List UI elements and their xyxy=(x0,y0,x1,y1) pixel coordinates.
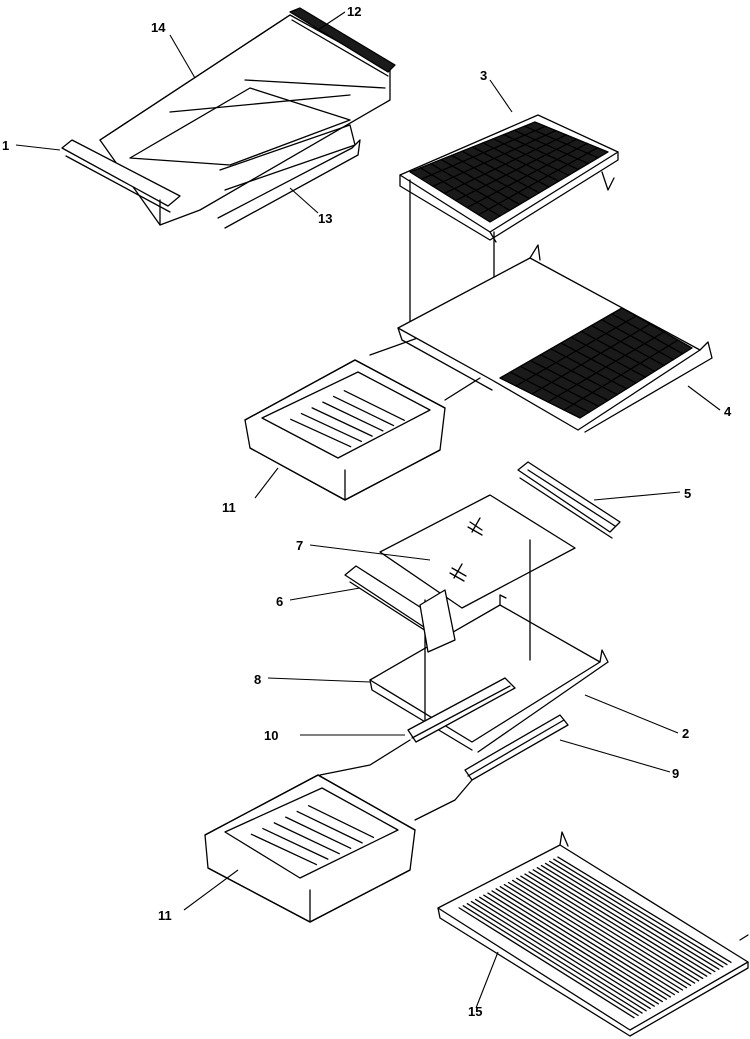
part-12-rear-rail xyxy=(289,7,396,77)
part-1-front-rail xyxy=(61,139,181,226)
part-13-side-rail xyxy=(217,139,361,229)
callout-11-lower: 11 xyxy=(158,908,172,923)
part-9-drawer-slide xyxy=(464,714,569,781)
part-5-rear-rail xyxy=(517,461,621,539)
callout-labels: 1 14 12 13 3 4 11 5 7 6 8 10 2 9 11 15 xyxy=(2,4,732,1019)
callout-11-upper: 11 xyxy=(222,500,236,515)
callout-6: 6 xyxy=(276,594,283,609)
part-7-glass-shelf xyxy=(379,494,576,609)
part-3-crisper-cover xyxy=(399,114,619,243)
callout-9: 9 xyxy=(672,766,679,781)
callout-5: 5 xyxy=(684,486,691,501)
callout-8: 8 xyxy=(254,672,261,687)
callout-10: 10 xyxy=(264,728,278,743)
callout-13: 13 xyxy=(318,211,332,226)
callout-12: 12 xyxy=(347,4,361,19)
part-4-shelf-frame xyxy=(397,244,713,433)
part-10-drawer-slide xyxy=(407,677,516,743)
part-8-cover-slide xyxy=(419,589,456,653)
callout-4: 4 xyxy=(724,404,732,419)
part-11-lower-drawer xyxy=(204,774,416,923)
callout-2: 2 xyxy=(682,726,689,741)
leader-lines xyxy=(15,11,721,1009)
callout-14: 14 xyxy=(151,20,166,35)
callout-7: 7 xyxy=(296,538,303,553)
callout-3: 3 xyxy=(480,68,487,83)
callout-1: 1 xyxy=(2,138,9,153)
part-15-bottom-shelf xyxy=(437,831,749,1037)
callout-15: 15 xyxy=(468,1004,482,1019)
lower-guide-lines xyxy=(319,739,473,821)
part-11-upper-drawer xyxy=(244,359,446,501)
